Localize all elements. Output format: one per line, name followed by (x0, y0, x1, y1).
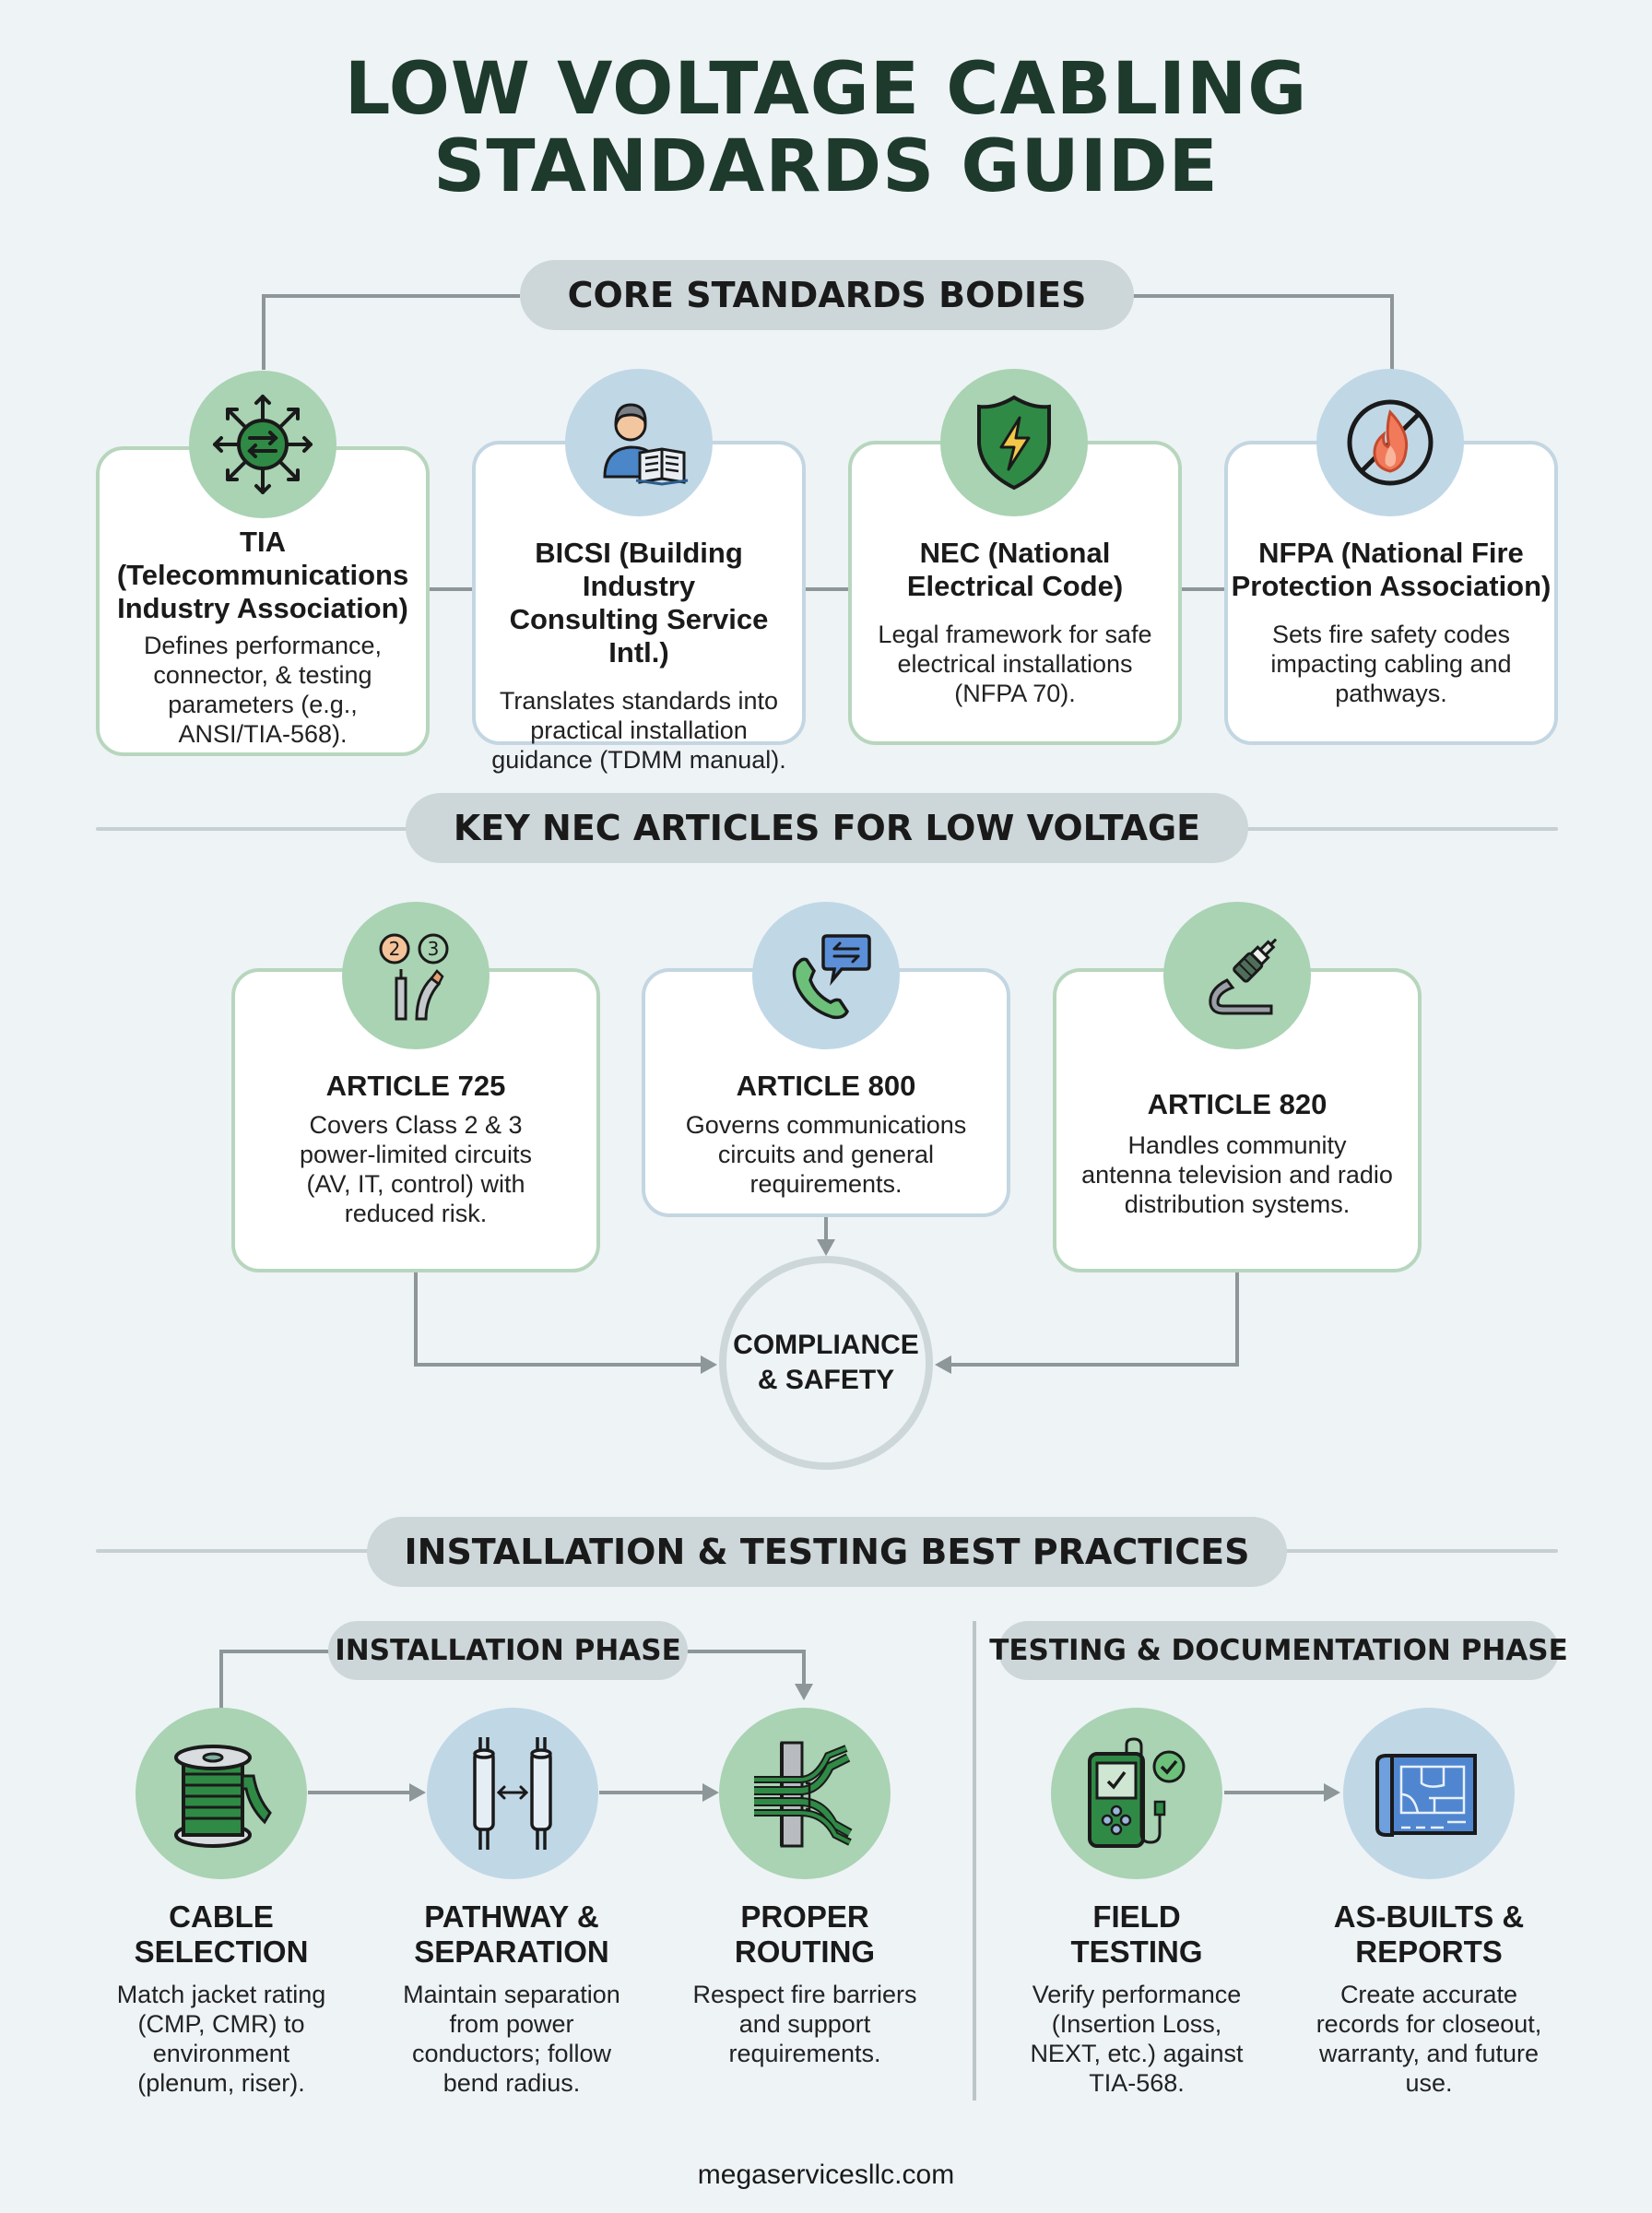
conduit-separation-icon (427, 1708, 598, 1879)
card-description: Sets fire safety codes impacting cabling… (1270, 621, 1512, 707)
section-heading-nec-articles: KEY NEC ARTICLES FOR LOW VOLTAGE (406, 793, 1248, 863)
card-title: ARTICLE 800 (736, 1070, 916, 1102)
arrow-right-icon (702, 1783, 719, 1802)
step-desc-as-builts-reports: Create accurate records for closeout, wa… (1316, 1981, 1542, 2097)
connector-line (308, 1791, 413, 1794)
card-description: Governs communications circuits and gene… (685, 1111, 967, 1198)
card-title: ARTICLE 820 (1147, 1088, 1328, 1120)
card-title: NFPA (National Fire Protection Associati… (1231, 537, 1552, 602)
step-desc-cable-selection: Match jacket rating (CMP, CMR) to enviro… (116, 1981, 326, 2097)
phase-label-installation: INSTALLATION PHASE (328, 1621, 688, 1680)
step-title-as-builts-reports: AS-BUILTS & REPORTS (1333, 1899, 1525, 1969)
arrow-right-icon (1324, 1783, 1340, 1802)
card-title: ARTICLE 725 (325, 1070, 506, 1102)
article-card-820: ARTICLE 820 Handles community antenna te… (1053, 968, 1422, 1272)
shield-lightning-icon (940, 369, 1088, 516)
cable-routing-icon (719, 1708, 891, 1879)
card-description: Covers Class 2 & 3 power-limited circuit… (299, 1111, 533, 1227)
connector-line (414, 1272, 418, 1365)
divider (1245, 827, 1558, 831)
step-desc-field-testing: Verify performance (Insertion Loss, NEXT… (1030, 1981, 1244, 2097)
section-heading-core-standards: CORE STANDARDS BODIES (520, 260, 1134, 330)
arrow-right-icon (701, 1355, 717, 1374)
step-desc-proper-routing: Respect fire barriers and support requir… (692, 1981, 917, 2067)
connector-line (262, 294, 266, 370)
connector-line (824, 1217, 828, 1241)
article-card-725: ARTICLE 725 Covers Class 2 & 3 power-lim… (231, 968, 600, 1272)
card-description: Handles community antenna television and… (1081, 1131, 1393, 1218)
connector-line (599, 1791, 704, 1794)
arrow-down-icon (817, 1239, 835, 1256)
phone-chat-icon (752, 902, 900, 1049)
divider (96, 827, 409, 831)
phase-divider (973, 1621, 976, 2101)
card-title: BICSI (Building Industry Consulting Serv… (509, 537, 769, 669)
class-2-3-wires-icon: 2 3 (342, 902, 490, 1049)
arrow-down-icon (795, 1684, 813, 1700)
title-line-2: STANDARDS GUIDE (433, 125, 1219, 208)
card-title: TIA (Telecommunications Industry Associa… (116, 526, 409, 624)
blueprint-icon (1343, 1708, 1515, 1879)
connector-line (1132, 294, 1394, 298)
card-description: Legal framework for safe electrical inst… (878, 621, 1152, 707)
coax-cable-icon (1163, 902, 1311, 1049)
no-fire-icon (1316, 369, 1464, 516)
connector-line (428, 587, 472, 591)
connector-line (414, 1363, 703, 1367)
connector-line (219, 1650, 223, 1709)
connector-line (1224, 1791, 1328, 1794)
connector-line (802, 1650, 806, 1686)
cable-tester-icon (1051, 1708, 1222, 1879)
svg-text:2: 2 (389, 938, 401, 960)
standards-card-tia: TIA (Telecommunications Industry Associa… (96, 446, 430, 756)
svg-text:3: 3 (428, 938, 440, 960)
connector-line (1390, 294, 1394, 370)
connector-line (1180, 587, 1224, 591)
arrow-right-icon (409, 1783, 426, 1802)
divider (96, 1549, 372, 1553)
compliance-safety-hub: COMPLIANCE & SAFETY (719, 1256, 933, 1470)
footer-website[interactable]: megaservicesllc.com (697, 2160, 955, 2190)
step-title-proper-routing: PROPER ROUTING (734, 1899, 876, 1969)
section-heading-best-practices: INSTALLATION & TESTING BEST PRACTICES (367, 1517, 1287, 1587)
step-title-cable-selection: CABLE SELECTION (134, 1899, 309, 1969)
card-description: Defines performance, connector, & testin… (143, 632, 383, 748)
connector-line (1235, 1272, 1239, 1365)
step-title-pathway-separation: PATHWAY & SEPARATION (414, 1899, 609, 1969)
step-title-field-testing: FIELD TESTING (1070, 1899, 1203, 1969)
page-title: LOW VOLTAGE CABLING STANDARDS GUIDE (0, 51, 1652, 206)
step-desc-pathway-separation: Maintain separation from power conductor… (403, 1981, 620, 2097)
card-description: Translates standards into practical inst… (491, 687, 786, 774)
cable-spool-icon (136, 1708, 307, 1879)
standards-card-nfpa: NFPA (National Fire Protection Associati… (1224, 441, 1558, 745)
connector-line (219, 1650, 330, 1653)
hub-label: COMPLIANCE & SAFETY (733, 1330, 919, 1395)
connector-line (804, 587, 848, 591)
divider (1281, 1549, 1558, 1553)
arrow-left-icon (935, 1355, 951, 1374)
connector-line (262, 294, 520, 298)
person-reading-manual-icon (565, 369, 713, 516)
connector-line (950, 1363, 1239, 1367)
card-title: NEC (National Electrical Code) (906, 537, 1124, 602)
connector-line (686, 1650, 806, 1653)
network-exchange-icon (189, 371, 336, 518)
title-line-1: LOW VOLTAGE CABLING (344, 48, 1308, 131)
phase-label-testing: TESTING & DOCUMENTATION PHASE (989, 1621, 1568, 1680)
